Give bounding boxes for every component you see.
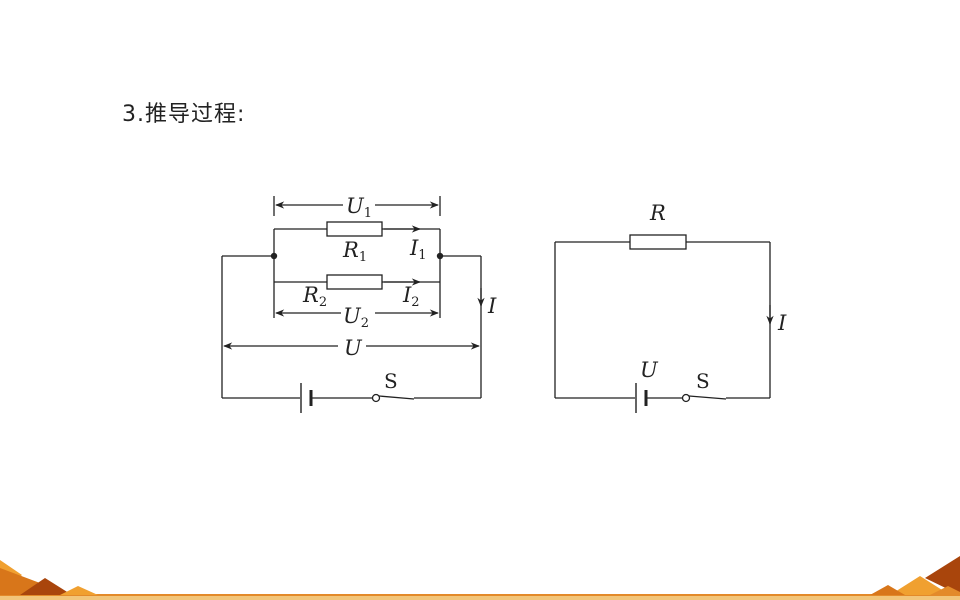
left-mountain-d bbox=[60, 586, 98, 595]
right-mountain-d bbox=[930, 586, 960, 595]
footer-bar bbox=[0, 595, 960, 600]
switch-blade bbox=[378, 395, 415, 400]
r-label: R bbox=[649, 201, 666, 225]
resistor-r2 bbox=[326, 274, 383, 290]
single-circuit: R I U S bbox=[554, 201, 787, 413]
switch-pivot bbox=[371, 393, 381, 403]
u1-label: U1 bbox=[346, 194, 372, 221]
right-mountain-a bbox=[925, 556, 960, 595]
slide-title: 3.推导过程: bbox=[122, 102, 246, 127]
switch-label: S bbox=[384, 369, 398, 393]
switch-blade-right bbox=[688, 395, 727, 400]
r2-label: R2 bbox=[302, 283, 327, 310]
i2-label: I2 bbox=[402, 283, 420, 310]
right-mountain-c bbox=[870, 585, 905, 595]
r1-label: R1 bbox=[342, 238, 367, 265]
u-label-right: U bbox=[640, 358, 659, 382]
switch-label-right: S bbox=[696, 369, 710, 393]
left-mountain-c bbox=[20, 578, 72, 595]
u-label: U bbox=[344, 336, 363, 360]
resistor-r bbox=[629, 234, 687, 250]
switch-pivot-right bbox=[681, 393, 691, 403]
i-label-right: I bbox=[777, 311, 787, 335]
i1-label: I1 bbox=[409, 236, 427, 263]
resistor-r1 bbox=[326, 221, 383, 237]
i-label: I bbox=[487, 294, 497, 318]
u2-label: U2 bbox=[343, 304, 369, 331]
footer-decoration bbox=[0, 556, 960, 600]
right-mountain-b bbox=[890, 576, 950, 595]
parallel-circuit: U1 R1 I1 R2 I2 U2 I U bbox=[221, 194, 497, 413]
